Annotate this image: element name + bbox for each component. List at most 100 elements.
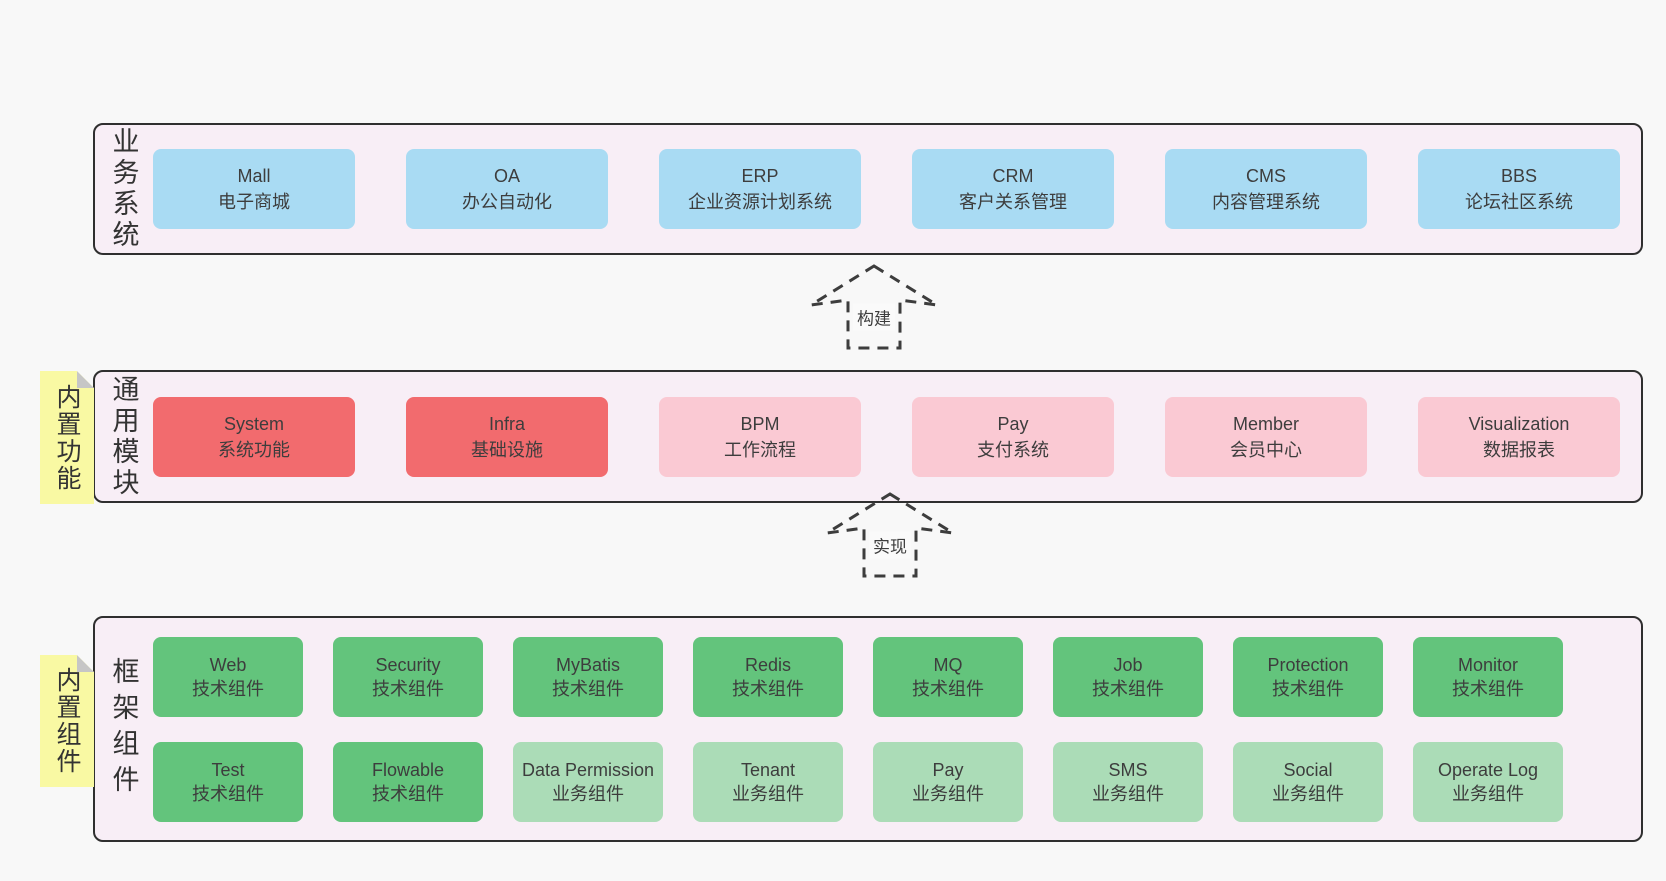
box-subtitle: 论坛社区系统: [1465, 192, 1573, 212]
section-label-wrap: 框架组件: [95, 618, 153, 840]
box-data-permission: Data Permission 业务组件: [513, 741, 663, 822]
box-title: OA: [493, 166, 520, 186]
box-subtitle: 技术组件: [1092, 678, 1164, 699]
box-subtitle: 技术组件: [372, 678, 444, 699]
box-subtitle: 技术组件: [912, 678, 984, 699]
box-subtitle: 业务组件: [1272, 783, 1344, 804]
box-subtitle: 基础设施: [471, 439, 543, 460]
box-title: Tenant: [740, 759, 796, 780]
components-row-2: Test 技术组件 Flowable 技术组件 Data Permission …: [153, 741, 1641, 822]
box-title: Test: [211, 759, 245, 780]
box-subtitle: 业务组件: [1452, 783, 1524, 804]
box-erp: ERP 企业资源计划系统: [659, 149, 861, 229]
box-subtitle: 业务组件: [912, 783, 984, 804]
box-title: Data Permission: [521, 759, 655, 780]
box-crm: CRM 客户关系管理: [912, 149, 1114, 229]
section-modules-label: 通用模块: [108, 374, 139, 499]
box-subtitle: 技术组件: [552, 678, 624, 699]
box-title: Pay: [932, 759, 964, 780]
box-title: Pay: [997, 413, 1029, 434]
box-subtitle: 会员中心: [1230, 439, 1302, 460]
sticky-note-builtin-features: 内置功能: [40, 371, 94, 504]
box-title: Protection: [1267, 654, 1349, 675]
box-subtitle: 工作流程: [724, 439, 796, 460]
box-social: Social 业务组件: [1233, 741, 1383, 822]
box-mall: Mall 电子商城: [153, 149, 355, 229]
box-title: Monitor: [1457, 654, 1519, 675]
modules-row: System 系统功能 Infra 基础设施 BPM 工作流程 Pay 支付系统…: [153, 396, 1641, 477]
box-title: BPM: [740, 413, 780, 434]
box-subtitle: 电子商城: [218, 192, 290, 212]
business-row: Mall 电子商城 OA 办公自动化 ERP 企业资源计划系统 CRM 客户关系…: [153, 149, 1641, 229]
box-subtitle: 客户关系管理: [959, 192, 1067, 212]
box-title: Visualization: [1468, 413, 1570, 434]
box-subtitle: 技术组件: [192, 678, 264, 699]
box-title: Operate Log: [1437, 759, 1539, 780]
build-arrow-label: 构建: [853, 303, 895, 331]
box-title: MyBatis: [555, 654, 620, 675]
box-title: Web: [209, 654, 247, 675]
box-title: Job: [1113, 654, 1143, 675]
box-title: Social: [1283, 759, 1333, 780]
box-subtitle: 办公自动化: [462, 192, 552, 212]
box-title: Flowable: [371, 759, 445, 780]
up-arrow-icon: [826, 492, 954, 578]
box-mq: MQ 技术组件: [873, 636, 1023, 717]
box-subtitle: 技术组件: [1272, 678, 1344, 699]
section-business-systems: 业务系统 Mall 电子商城 OA 办公自动化 ERP 企业资源计划系统 CRM: [93, 123, 1643, 255]
box-security: Security 技术组件: [333, 636, 483, 717]
box-title: Security: [375, 654, 441, 675]
box-bpm: BPM 工作流程: [659, 396, 861, 477]
sticky-note-builtin-components: 内置组件: [40, 655, 94, 787]
box-subtitle: 业务组件: [1092, 783, 1164, 804]
up-arrow-icon: [810, 264, 938, 350]
box-flowable: Flowable 技术组件: [333, 741, 483, 822]
box-title: BBS: [1500, 166, 1538, 186]
section-label-wrap: 通用模块: [95, 372, 153, 501]
implement-arrow: 实现: [822, 488, 958, 580]
box-job: Job 技术组件: [1053, 636, 1203, 717]
box-oa: OA 办公自动化: [406, 149, 608, 229]
box-member: Member 会员中心: [1165, 396, 1367, 477]
box-title: System: [223, 413, 284, 434]
box-subtitle: 技术组件: [372, 783, 444, 804]
section-business-label: 业务系统: [108, 127, 139, 251]
box-title: CRM: [992, 166, 1034, 186]
box-title: MQ: [933, 654, 963, 675]
box-subtitle: 技术组件: [1452, 678, 1524, 699]
box-title: Member: [1232, 413, 1299, 434]
box-subtitle: 业务组件: [732, 783, 804, 804]
box-cms: CMS 内容管理系统: [1165, 149, 1367, 229]
box-sms: SMS 业务组件: [1053, 741, 1203, 822]
section-label-wrap: 业务系统: [95, 125, 153, 253]
box-subtitle: 系统功能: [218, 439, 290, 460]
box-infra: Infra 基础设施: [406, 396, 608, 477]
build-arrow: 构建: [806, 260, 942, 352]
box-visualization: Visualization 数据报表: [1418, 396, 1620, 477]
box-subtitle: 数据报表: [1483, 439, 1555, 460]
box-subtitle: 业务组件: [552, 783, 624, 804]
box-protection: Protection 技术组件: [1233, 636, 1383, 717]
box-subtitle: 企业资源计划系统: [688, 192, 832, 212]
box-title: ERP: [741, 166, 779, 186]
sticky-note-label: 内置组件: [53, 667, 81, 775]
section-common-modules: 内置功能 通用模块 System 系统功能 Infra 基础设施 BPM 工作流…: [93, 370, 1643, 503]
sticky-note-label: 内置功能: [53, 383, 81, 492]
box-title: Infra: [488, 413, 526, 434]
box-pay-module: Pay 支付系统: [912, 396, 1114, 477]
box-test: Test 技术组件: [153, 741, 303, 822]
box-operate-log: Operate Log 业务组件: [1413, 741, 1563, 822]
box-web: Web 技术组件: [153, 636, 303, 717]
box-mybatis: MyBatis 技术组件: [513, 636, 663, 717]
box-pay-component: Pay 业务组件: [873, 741, 1023, 822]
box-redis: Redis 技术组件: [693, 636, 843, 717]
box-subtitle: 技术组件: [192, 783, 264, 804]
box-subtitle: 技术组件: [732, 678, 804, 699]
box-monitor: Monitor 技术组件: [1413, 636, 1563, 717]
box-bbs: BBS 论坛社区系统: [1418, 149, 1620, 229]
box-system: System 系统功能: [153, 396, 355, 477]
box-title: SMS: [1108, 759, 1148, 780]
implement-arrow-label: 实现: [869, 531, 911, 559]
box-subtitle: 内容管理系统: [1212, 192, 1320, 212]
box-tenant: Tenant 业务组件: [693, 741, 843, 822]
